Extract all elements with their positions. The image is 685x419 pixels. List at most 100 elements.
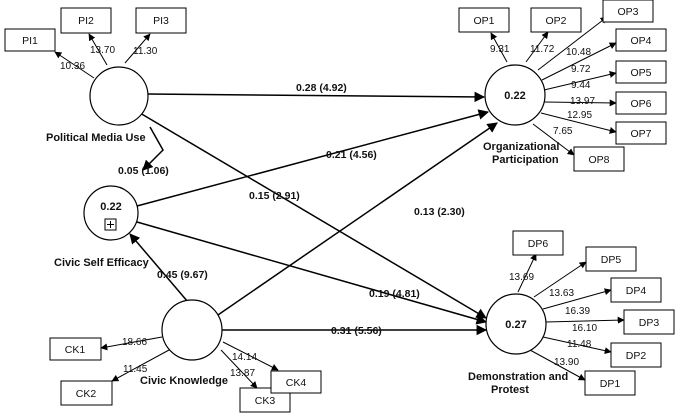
loading-op6: 13.97: [570, 96, 595, 107]
pi1-arrow: [54, 51, 95, 79]
indicator-box-ck3[interactable]: [239, 387, 291, 413]
path-ck-op: [214, 122, 498, 318]
indicator-box-op3[interactable]: [602, 0, 654, 23]
loading-dp2: 11.48: [567, 339, 592, 350]
indicator-label-dp6: DP6: [528, 238, 549, 250]
indicator-box-op1[interactable]: [458, 7, 510, 33]
indicator-label-op6: OP6: [630, 98, 651, 110]
indicator-label-dp3: DP3: [639, 317, 660, 329]
path-ck-cse: [129, 233, 189, 303]
indicator-box-pi3[interactable]: [135, 7, 187, 34]
indicator-box-op5[interactable]: [615, 60, 667, 84]
dp2-arrow: [542, 336, 612, 355]
path-pmu-dp: [139, 112, 487, 319]
r2-cse: 0.22: [100, 201, 121, 213]
indicator-label-dp4: DP4: [626, 285, 647, 297]
indicator-box-op8[interactable]: [573, 146, 625, 172]
indicator-label-dp1: DP1: [600, 378, 621, 390]
path-pmu-op: [146, 91, 486, 103]
indicator-box-dp6[interactable]: [512, 230, 564, 256]
indicator-box-dp2[interactable]: [610, 342, 662, 368]
ck-boxes: CK1 CK2 CK3 CK4 18.66 11.45 13.87 14.14: [49, 337, 322, 413]
indicator-label-dp2: DP2: [626, 350, 647, 362]
coef-cse-dp: 0.19 (4.81): [369, 288, 420, 300]
dp4-arrow: [542, 288, 612, 310]
expand-icon[interactable]: [104, 218, 117, 231]
indicator-label-op8: OP8: [588, 154, 609, 166]
loading-pi1: 10.36: [60, 61, 85, 72]
coef-pmu-op: 0.28 (4.92): [296, 82, 347, 94]
indicator-label-ck4: CK4: [286, 377, 307, 389]
indicator-box-pi2[interactable]: [60, 7, 112, 34]
indicator-label-op7: OP7: [630, 128, 651, 140]
loading-ck3: 13.87: [230, 368, 255, 379]
indicator-label-op4: OP4: [630, 35, 651, 47]
loading-dp1: 13.90: [554, 357, 579, 368]
coef-pmu-cse: 0.05 (1.06): [118, 165, 169, 177]
loading-op5: 9.44: [571, 80, 591, 91]
loading-op1: 9.31: [490, 44, 510, 55]
construct-circle-dp[interactable]: [485, 293, 547, 355]
indicator-box-op2[interactable]: [530, 7, 582, 33]
loading-op2: 11.72: [530, 44, 555, 55]
dp6-arrow: [517, 253, 537, 293]
indicator-box-op7[interactable]: [615, 121, 667, 145]
coef-pmu-dp: 0.15 (2.91): [249, 190, 300, 202]
indicator-box-ck4[interactable]: [270, 370, 322, 394]
op5-arrow: [543, 71, 617, 91]
loading-dp6: 13.69: [509, 272, 534, 283]
indicator-box-dp5[interactable]: [585, 246, 637, 272]
indicator-box-dp3[interactable]: [623, 309, 675, 335]
loading-pi2: 13.70: [90, 45, 115, 56]
construct-name-dp-line1: Demonstration and: [468, 371, 568, 383]
indicator-box-pi1[interactable]: [4, 28, 56, 52]
indicator-label-pi1: PI1: [22, 35, 38, 47]
op4-arrow: [541, 42, 617, 81]
r2-op: 0.22: [504, 90, 525, 102]
op-indicators: [490, 16, 617, 156]
dp3-arrow: [545, 316, 625, 324]
construct-circle-ck[interactable]: [161, 299, 223, 361]
coef-ck-op: 0.13 (2.30): [414, 206, 465, 218]
construct-name-pmu: Political Media Use: [46, 132, 146, 144]
ck1-arrow: [100, 336, 163, 351]
construct-name-op-line2: Participation: [492, 154, 559, 166]
construct-dp[interactable]: 0.27 Demonstration and Protest: [468, 293, 568, 396]
construct-name-op-line1: Organizational: [483, 141, 559, 153]
construct-op[interactable]: 0.22 Organizational Participation: [483, 64, 559, 166]
coef-ck-dp: 0.31 (5.56): [331, 325, 382, 337]
indicator-box-ck2[interactable]: [60, 380, 113, 406]
loading-op8: 7.65: [553, 126, 573, 137]
path-coefficients: 0.28 (4.92) 0.05 (1.06) 0.15 (2.91) 0.21…: [118, 82, 465, 337]
ck-indicators: [100, 336, 279, 389]
pi-indicators: [54, 33, 151, 79]
construct-name-dp-line2: Protest: [491, 384, 529, 396]
construct-circle-pmu[interactable]: [89, 66, 149, 126]
construct-pmu[interactable]: Political Media Use: [46, 66, 149, 144]
construct-circle-op[interactable]: [484, 64, 546, 126]
op2-arrow: [525, 31, 549, 63]
coef-ck-cse: 0.45 (9.67): [157, 269, 208, 281]
indicator-box-ck1[interactable]: [49, 337, 102, 361]
construct-circle-cse[interactable]: [83, 185, 139, 241]
indicator-box-op6[interactable]: [615, 91, 667, 115]
path-cse-op: [136, 109, 490, 207]
pi-boxes: PI1 PI2 PI3 10.36 13.70 11.30: [4, 7, 187, 72]
construct-cse[interactable]: 0.22 Civic Self Efficacy: [54, 185, 150, 269]
indicator-box-op4[interactable]: [615, 28, 667, 52]
indicator-label-op1: OP1: [473, 15, 494, 27]
coef-cse-op: 0.21 (4.56): [326, 149, 377, 161]
loading-ck2: 11.45: [123, 364, 148, 375]
indicator-label-pi2: PI2: [78, 15, 94, 27]
loading-op4: 9.72: [571, 64, 591, 75]
loading-dp5: 13.63: [549, 288, 574, 299]
indicator-box-dp1[interactable]: [584, 370, 636, 396]
op7-arrow: [540, 112, 617, 134]
indicator-box-dp4[interactable]: [610, 277, 662, 303]
loading-dp4: 16.39: [565, 306, 590, 317]
construct-ck[interactable]: Civic Knowledge: [140, 299, 228, 387]
indicator-label-ck2: CK2: [76, 388, 97, 400]
op8-arrow: [532, 123, 575, 156]
path-cse-dp: [136, 221, 488, 325]
